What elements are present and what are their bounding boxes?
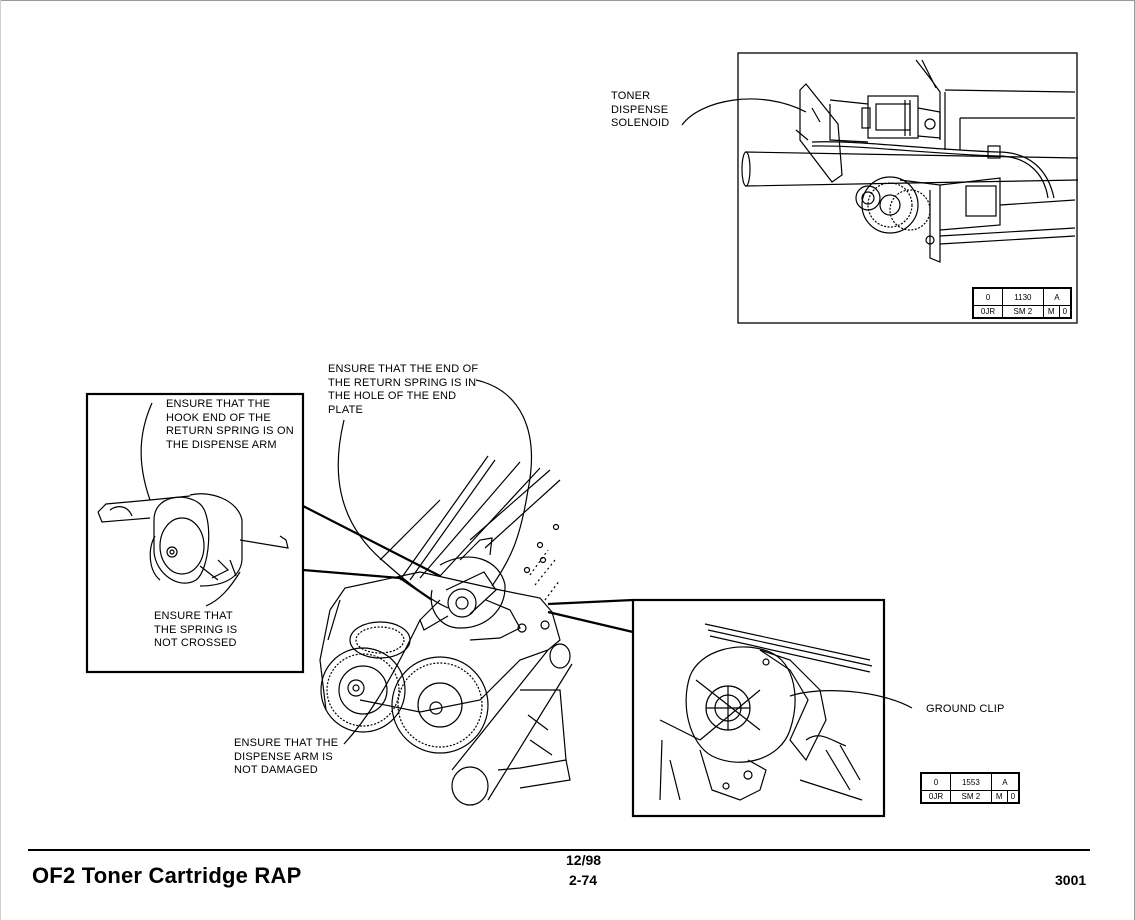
leader-solenoid (681, 98, 807, 126)
footer-date: 12/98 (566, 852, 602, 868)
ref-top-cell: 0 (1058, 305, 1072, 318)
leader-dispense-arm (343, 619, 421, 745)
leader-end-plate-left (337, 419, 449, 609)
footer-title: OF2 Toner Cartridge RAP (32, 863, 302, 888)
ref-bottom-cell: A (990, 773, 1020, 791)
footer-rule (28, 849, 1090, 851)
callout-return-spring-end-plate: ENSURE THAT THE END OF THE RETURN SPRING… (328, 363, 479, 416)
inset-ground-connector-bottom (547, 610, 634, 634)
main-assembly-drawing (319, 455, 573, 806)
ref-bottom-cell: 0JR (921, 790, 951, 803)
ref-top-cell: M (1042, 305, 1060, 318)
inset-ground-connector-top (547, 598, 634, 606)
leader-ground-clip (789, 690, 913, 709)
callout-hook-end-spring: ENSURE THAT THE HOOK END OF THE RETURN S… (166, 398, 294, 451)
ref-top-cell: 1130 (1002, 288, 1044, 306)
callout-spring-not-crossed: ENSURE THAT THE SPRING IS NOT CROSSED (154, 610, 238, 649)
page-border-left (0, 0, 1, 920)
ref-top-cell: 0 (973, 288, 1003, 306)
ref-top-cell: SM 2 (1002, 305, 1044, 318)
solenoid-figure-frame (737, 52, 1078, 324)
ref-top-cell: 0JR (973, 305, 1003, 318)
page-border-top (0, 0, 1135, 1)
inset-ground-clip-drawing (659, 623, 873, 801)
ref-bottom-cell: 1553 (950, 773, 992, 791)
ref-top-cell: A (1042, 288, 1072, 306)
ref-bottom-cell: 0 (1006, 790, 1020, 803)
inset-ground-clip-frame (631, 598, 886, 818)
callout-toner-dispense-solenoid: TONER DISPENSE SOLENOID (611, 90, 670, 129)
inset-spring-drawing (97, 402, 289, 607)
figure-ref-box-bottom: 0 1553 A 0JR SM 2 M 0 (920, 772, 1020, 804)
ref-bottom-cell: 0 (921, 773, 951, 791)
solenoid-drawing (741, 59, 1079, 263)
callout-dispense-arm-not-damaged: ENSURE THAT THE DISPENSE ARM IS NOT DAMA… (234, 737, 339, 776)
inset-connector-top (302, 505, 441, 577)
callout-ground-clip: GROUND CLIP (926, 703, 1005, 715)
inset-spring-frame (85, 392, 305, 674)
ref-bottom-cell: SM 2 (950, 790, 992, 803)
figure-ref-box-top: 0 1130 A 0JR SM 2 M 0 (972, 287, 1072, 319)
leader-end-plate-top (475, 379, 532, 587)
footer-page-number: 2-74 (569, 872, 598, 888)
ref-bottom-cell: M (990, 790, 1008, 803)
footer-procedure-code: 3001 (1055, 872, 1087, 888)
